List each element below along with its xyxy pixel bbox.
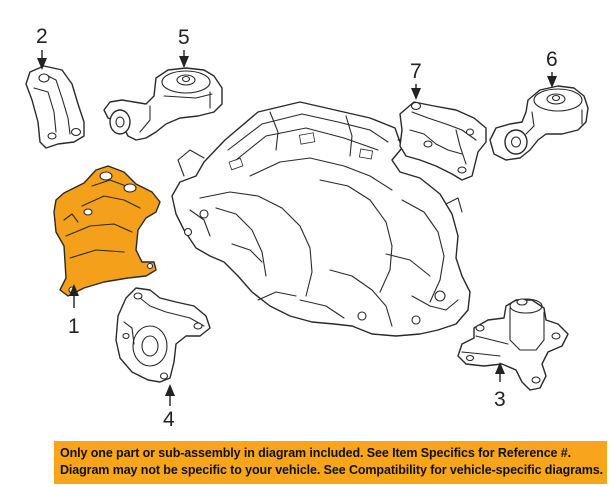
callout-number-6: 6: [546, 48, 558, 71]
engine-mount-diagram: 1 2 3 4 5 6 7: [25, 25, 589, 431]
callout-6: 6: [546, 48, 558, 88]
callout-4: 4: [163, 384, 175, 431]
engine-mount-part-3: [457, 298, 569, 391]
torque-rod-part-6: [489, 85, 589, 161]
torque-rod-part-5: [103, 67, 223, 141]
bracket-part-2: [25, 65, 85, 149]
disclaimer-line-2: Diagram may not be specific to your vehi…: [60, 463, 603, 477]
disclaimer-banner: Only one part or sub-assembly in diagram…: [54, 441, 607, 484]
callout-number-7: 7: [410, 60, 422, 83]
engine-mount-part-4: [115, 287, 211, 383]
callout-3: 3: [494, 362, 506, 411]
callout-number-4: 4: [163, 408, 175, 431]
engine-mount-part-1: [53, 165, 161, 297]
callout-number-5: 5: [178, 26, 190, 49]
bracket-part-7: [399, 101, 487, 181]
callout-number-1: 1: [68, 315, 80, 338]
callout-1: 1: [68, 284, 80, 338]
callout-number-2: 2: [36, 25, 48, 48]
callout-2: 2: [36, 25, 48, 70]
callout-number-3: 3: [494, 388, 506, 411]
callout-7: 7: [410, 60, 422, 100]
callout-5: 5: [178, 26, 190, 68]
disclaimer-line-1: Only one part or sub-assembly in diagram…: [60, 446, 572, 460]
